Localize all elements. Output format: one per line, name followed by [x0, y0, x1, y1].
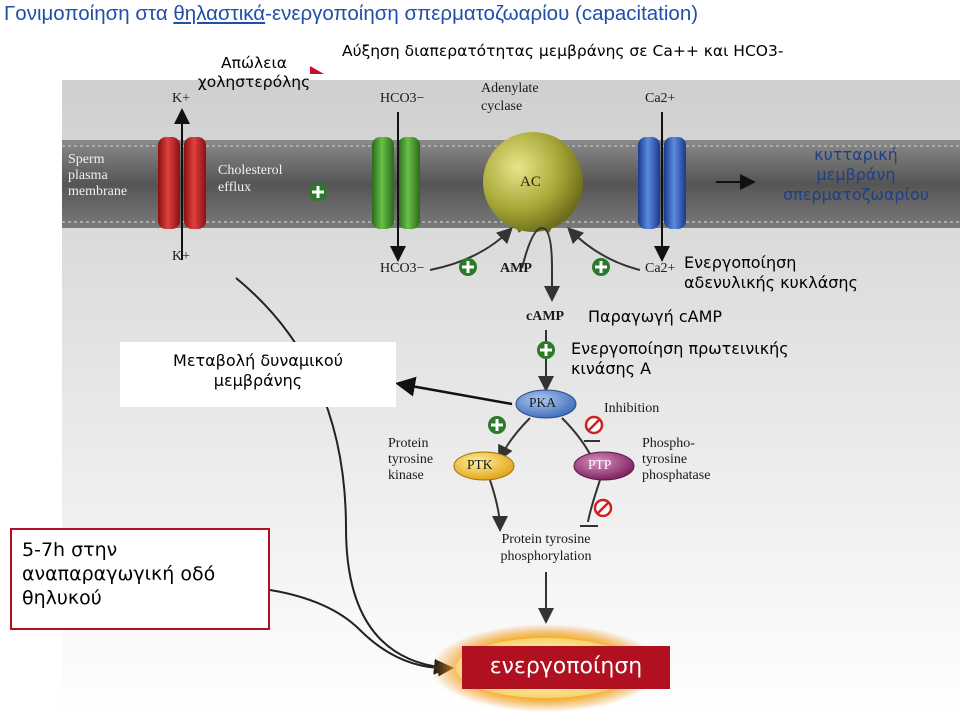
plus-icon-cholesterol: [309, 183, 327, 201]
ptk-desc-line3: kinase: [388, 468, 424, 484]
phospho-line2: phosphorylation: [500, 548, 592, 564]
hco3-bottom-label: HCO3−: [380, 261, 425, 276]
ptp-icon: [573, 451, 635, 481]
permeability-label: Αύξηση διαπερατότητας μεμβράνης σε Ca++ …: [342, 42, 784, 60]
ptk-label: PTK: [467, 457, 493, 472]
female-tract-box: 5-7h στην αναπαραγωγική οδό θηλυκού: [10, 528, 270, 630]
pka-activation-line1: Ενεργοποίηση πρωτεινικής: [571, 339, 789, 358]
cholesterol-loss-label: Απώλεια χοληστερόλης: [196, 54, 312, 93]
protein-tyrosine-phosphorylation-label: Protein tyrosine phosphorylation: [478, 532, 614, 566]
k-channel-icon: [158, 137, 206, 229]
amp-label: AMP: [500, 261, 532, 276]
inhibition-label: Inhibition: [604, 401, 660, 416]
ptk-phospho-arrow: [489, 479, 508, 532]
tract-activation-arrow: [269, 589, 454, 677]
plus-icon-ca: [592, 258, 610, 276]
amp-camp-arrow: [521, 226, 560, 302]
camp-label: cAMP: [526, 309, 565, 324]
hco3-top-label: HCO3−: [380, 91, 425, 106]
cell-membrane-line3: σπερματοζωαρίου: [783, 185, 929, 204]
potential-change-box: Μεταβολή δυναμικού μεμβράνης: [120, 342, 396, 407]
ca2-bottom-label: Ca2+: [645, 261, 676, 276]
ptk-icon: [453, 451, 515, 481]
title-suffix: -ενεργοποίηση σπερματοζωαρίου (capacitat…: [265, 2, 699, 25]
camp-production-label: Παραγωγή cAMP: [588, 307, 723, 326]
potential-change-line1: Μεταβολή δυναμικού: [173, 351, 343, 370]
plus-icon-pka: [488, 416, 506, 434]
ca-to-ac-arrow: [567, 227, 641, 271]
female-tract-line3: θηλυκού: [22, 587, 102, 610]
hco3-channel-icon: [372, 137, 420, 229]
ptp-label: PTP: [588, 457, 612, 472]
ac-activation-line2: αδενυλικής κυκλάσης: [684, 273, 858, 292]
ac-label: AC: [520, 174, 541, 190]
pka-potential-arrow: [395, 376, 513, 406]
cholesterol-efflux-line1: Cholesterol: [218, 163, 283, 178]
protein-tyrosine-kinase-label: Protein tyrosine kinase: [388, 436, 433, 484]
cell-membrane-line2: μεμβράνη: [816, 165, 896, 184]
plus-icon-hco3: [459, 258, 477, 276]
sperm-membrane-label: Sperm plasma membrane: [68, 152, 127, 200]
sperm-membrane-line3: membrane: [68, 184, 128, 200]
ptp-desc-line1: Phospho-: [642, 436, 695, 451]
hco3-to-ac-arrow: [429, 227, 513, 271]
cell-membrane-label: κυτταρική μεμβράνη σπερματοζωαρίου: [756, 145, 956, 205]
inhibition-icon-pka: [584, 415, 604, 435]
adenylate-cyclase-label: Adenylate cyclase: [481, 80, 539, 115]
k-plus-bottom-label: K+: [172, 249, 191, 264]
activation-box: ενεργοποίηση: [462, 646, 670, 689]
potential-change-line2: μεμβράνης: [213, 371, 303, 390]
cholesterol-efflux-line2: efflux: [218, 179, 252, 195]
pka-icon: [515, 389, 577, 419]
phosphotyrosine-phosphatase-label: Phospho- tyrosine phosphatase: [642, 436, 710, 484]
k-potential-curve: [235, 277, 450, 675]
ptk-desc-line2: tyrosine: [388, 452, 434, 468]
ptk-desc-line1: Protein: [388, 436, 429, 451]
ac-activation-label: Ενεργοποίηση αδενυλικής κυκλάσης: [684, 253, 858, 293]
sperm-membrane-line2: plasma: [68, 168, 108, 184]
cholesterol-efflux-label: Cholesterol efflux: [218, 163, 283, 197]
pka-activation-label: Ενεργοποίηση πρωτεινικής κινάσης Α: [571, 339, 789, 379]
ac-activation-line1: Ενεργοποίηση: [684, 253, 797, 272]
adenylate-cyclase-icon: [483, 132, 583, 233]
ptp-desc-line2: tyrosine: [642, 452, 688, 468]
ptp-phospho-arrow: [587, 479, 601, 523]
title-prefix: Γονιμοποίηση στα: [4, 2, 174, 25]
adenylate-cyclase-line2: cyclase: [481, 98, 523, 114]
title-underlined: θηλαστικά: [173, 2, 266, 25]
phospho-line1: Protein tyrosine: [501, 532, 591, 547]
cell-membrane-line1: κυτταρική: [814, 145, 898, 164]
pka-label: PKA: [529, 395, 557, 410]
k-plus-top-label: K+: [172, 91, 191, 106]
ca2-top-label: Ca2+: [645, 91, 676, 106]
sperm-membrane-line1: Sperm: [68, 152, 105, 167]
cholesterol-loss-line2: χοληστερόλης: [197, 73, 311, 92]
adenylate-cyclase-line1: Adenylate: [481, 81, 539, 96]
female-tract-line1: 5-7h στην: [22, 539, 118, 561]
ca-channel-icon: [638, 137, 686, 229]
inhibition-icon-ptp: [593, 498, 613, 518]
page-title: Γονιμοποίηση στα θηλαστικά-ενεργοποίηση …: [4, 2, 956, 26]
cholesterol-loss-line1: Απώλεια: [221, 54, 287, 72]
pka-activation-line2: κινάσης Α: [571, 359, 652, 378]
female-tract-line2: αναπαραγωγική οδό: [22, 563, 216, 586]
plus-icon-camp: [537, 341, 555, 359]
cholesterol-loss-pointer: [310, 66, 324, 82]
ptp-desc-line3: phosphatase: [642, 468, 711, 484]
